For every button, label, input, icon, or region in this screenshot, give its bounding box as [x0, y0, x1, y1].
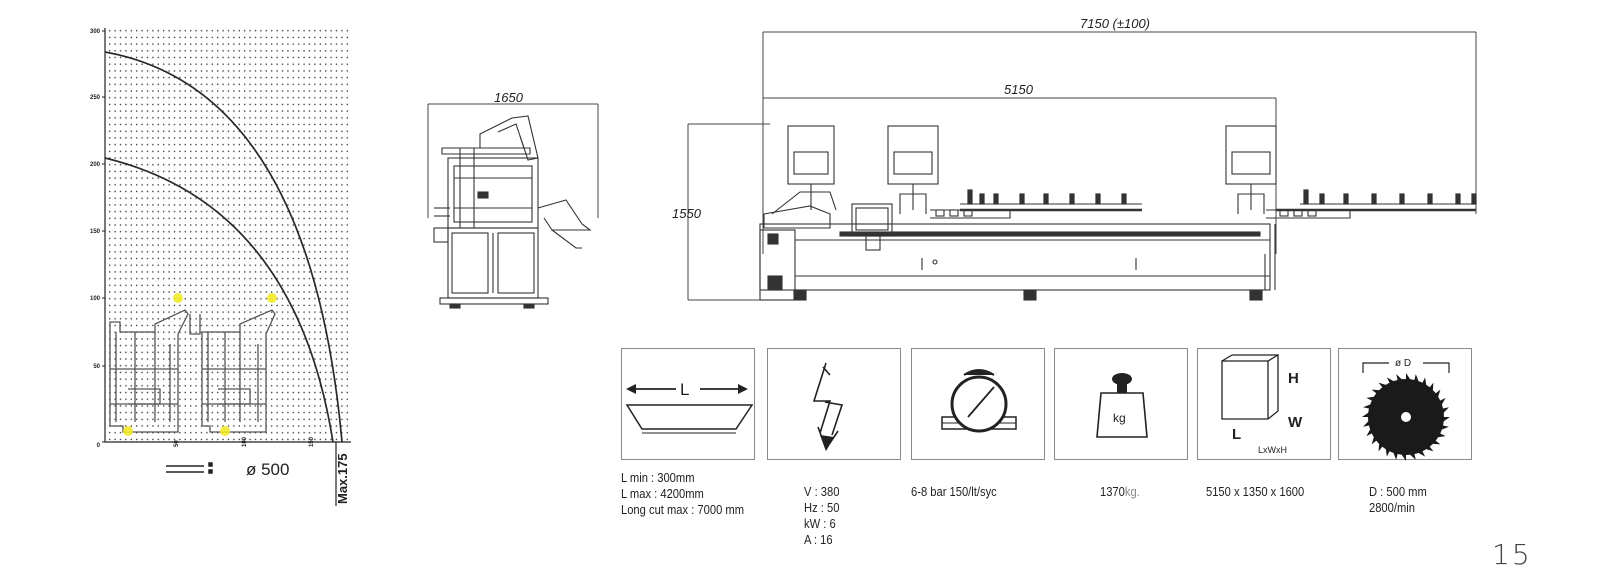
air-pressure-consumption: 6-8 bar 150/lt/syc	[911, 484, 997, 499]
length-spec-box: L	[621, 348, 755, 460]
height-label: 1550	[672, 206, 702, 221]
blade-tooth	[1401, 453, 1406, 461]
blade-tooth	[1442, 407, 1449, 414]
dot-grid	[105, 28, 351, 442]
blade-tooth	[1378, 442, 1383, 452]
blade-size: D : 500 mm	[1369, 484, 1427, 499]
y-tick-label: 100	[90, 296, 101, 302]
capacity-curve-inner	[105, 157, 334, 442]
weight-icon-label: kg	[1113, 411, 1126, 425]
blade-tooth	[1442, 417, 1450, 422]
weight-value: 1370	[1100, 484, 1125, 499]
page-number: 15	[1492, 538, 1532, 571]
y-axis-ticks	[102, 30, 105, 443]
blade-tooth	[1363, 420, 1370, 427]
blade-spec-box: ø D	[1338, 348, 1472, 461]
dimensions-spec-box: H W L LxWxH	[1197, 348, 1331, 460]
machine-body	[759, 125, 1476, 301]
y-tick-label: 0	[97, 443, 101, 449]
profile-sections	[109, 309, 276, 433]
dim-h-letter: H	[1288, 370, 1299, 387]
power: kW : 6	[804, 516, 836, 531]
blade-spec-text: D : 500 mm 2800/min	[1369, 484, 1427, 516]
blade-diameter-symbol: ø D	[1395, 358, 1411, 369]
weight-spec-box: kg	[1054, 348, 1188, 460]
blade-speed: 2800/min	[1369, 500, 1415, 515]
capacity-curve-outer	[105, 51, 343, 442]
y-tick-label: 250	[90, 95, 101, 101]
length-max: L max : 4200mm	[621, 486, 704, 501]
dim-caption: LxWxH	[1258, 445, 1287, 455]
blade-diameter-label: ø 500	[246, 460, 289, 479]
inner-length-label: 5150	[1004, 82, 1034, 97]
weight-unit: kg.	[1124, 484, 1140, 499]
air-spec-box	[911, 348, 1045, 460]
machine-side-elevation: 7150 (±100) 5150 1550	[672, 16, 1477, 301]
voltage: V : 380	[804, 484, 840, 499]
length-spec-text: L min : 300mm L max : 4200mm Long cut ma…	[621, 470, 744, 518]
height-dimension	[687, 123, 770, 301]
blade-tooth	[1371, 435, 1378, 445]
pressure-gauge-icon	[941, 369, 1017, 433]
x-tick-label: 50	[174, 440, 180, 447]
y-tick-label: 50	[93, 364, 100, 370]
dim-l-letter: L	[1232, 426, 1241, 443]
inner-length-dimension	[763, 97, 1277, 254]
overall-dimensions: 5150 x 1350 x 1600	[1206, 484, 1305, 499]
total-length-label: 7150 (±100)	[1080, 16, 1150, 31]
y-tick-label: 150	[90, 229, 101, 235]
blade-tooth	[1378, 382, 1388, 389]
electric-spec-box	[767, 348, 901, 460]
x-tick-label: 150	[309, 436, 315, 447]
y-tick-label: 200	[90, 162, 101, 168]
frequency: Hz : 50	[804, 500, 840, 515]
electric-spec-text: V : 380 Hz : 50 kW : 6 A : 16	[804, 484, 839, 548]
cutting-capacity-chart: 300 250 200 150 100 50 0 50 100 150	[90, 28, 351, 506]
dim-w-letter: W	[1288, 414, 1303, 431]
box-dimensions-icon: H W L LxWxH	[1221, 353, 1303, 455]
saw-blade-icon: ø D	[1362, 358, 1450, 461]
clamp-markers	[123, 293, 277, 436]
current: A : 16	[804, 532, 833, 547]
blade-tooth	[1429, 382, 1434, 392]
long-cut-max: Long cut max : 7000 mm	[621, 502, 745, 517]
length-min: L min : 300mm	[621, 470, 695, 485]
blade-tooth	[1406, 373, 1411, 381]
front-width-label: 1650	[494, 90, 524, 105]
dimensions-spec-text: 5150 x 1350 x 1600	[1206, 484, 1304, 500]
blade-tooth	[1434, 389, 1441, 399]
blade-tooth	[1424, 445, 1434, 452]
y-tick-label: 300	[90, 29, 101, 35]
conveyor-rollers	[967, 189, 1477, 205]
x-tick-label: 100	[242, 436, 248, 447]
weight-spec-text: 1370kg.	[1100, 484, 1140, 500]
blade-tooth	[1431, 440, 1441, 445]
lightning-icon	[812, 362, 844, 451]
blade-tooth	[1396, 374, 1403, 381]
max-cut-label: Max.175	[335, 453, 350, 504]
blade-tooth	[1409, 453, 1416, 460]
air-spec-text: 6-8 bar 150/lt/syc	[911, 484, 997, 500]
machine-front-view: 1650	[427, 90, 599, 309]
length-icon: L	[625, 380, 754, 434]
blade-legend-symbol	[166, 462, 213, 474]
blade-tooth	[1371, 389, 1381, 394]
length-icon-letter: L	[680, 380, 689, 399]
front-view-machine	[433, 115, 592, 309]
total-length-dimension	[762, 31, 1477, 254]
weight-icon: kg	[1096, 373, 1148, 438]
